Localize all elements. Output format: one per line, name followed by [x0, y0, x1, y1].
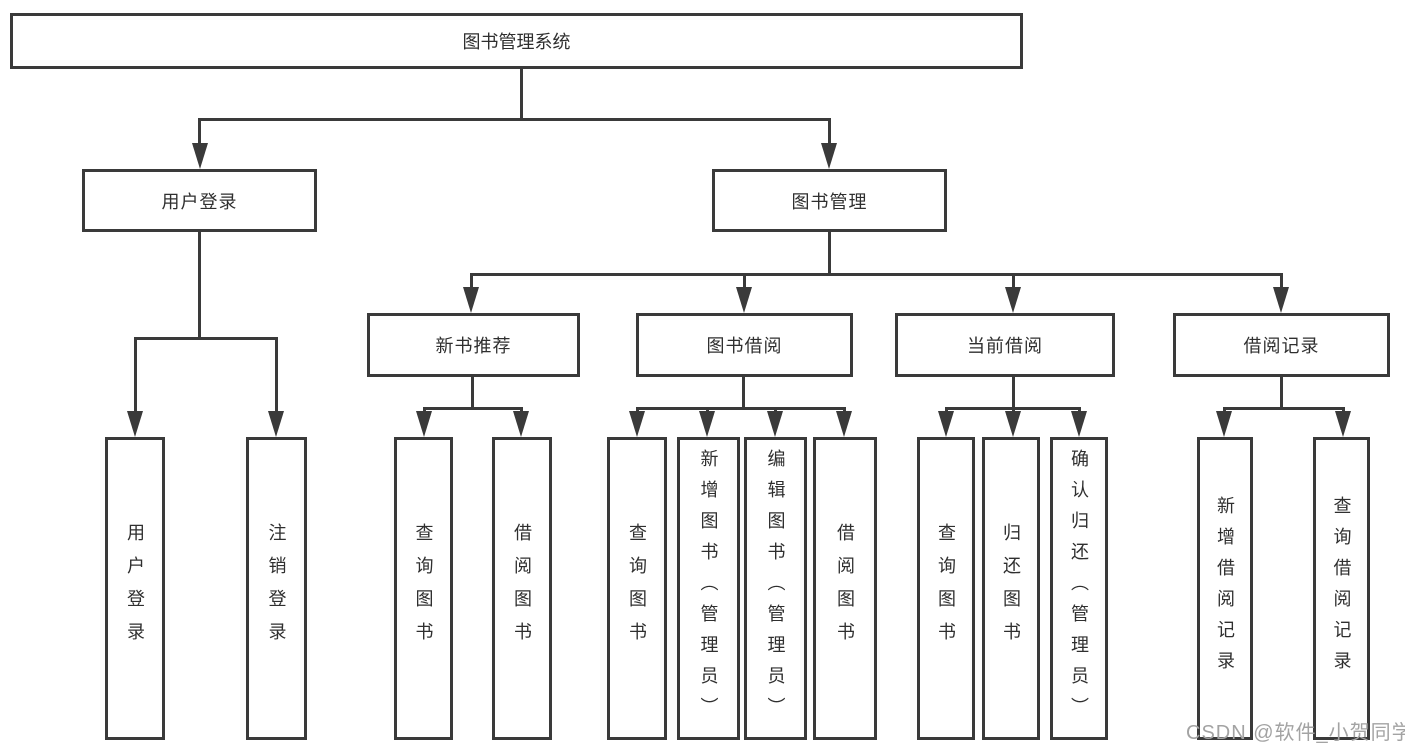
leaf-confirm-return-admin: 确认归还（管理员）: [1050, 437, 1108, 740]
node-book-management-label: 图书管理: [791, 191, 868, 212]
leaf-search-borrow-record-label: 查询借阅记录: [1331, 495, 1352, 682]
connector-root-stem: [520, 68, 523, 118]
node-root-label: 图书管理系统: [462, 32, 571, 52]
csdn-watermark: CSDN @软件_小贺同学: [1186, 722, 1405, 744]
leaf-logout-label: 注销登录: [266, 522, 287, 655]
connector-root-hbar: [198, 118, 831, 121]
connector-newbook-hbar: [423, 407, 523, 410]
connector-borrowrecords-stem: [1280, 377, 1283, 407]
arrow-g1c2: [513, 411, 529, 437]
arrow-g3c1: [938, 411, 954, 437]
node-borrow-records: 借阅记录: [1173, 313, 1390, 377]
node-current-borrow-label: 当前借阅: [967, 336, 1043, 356]
connector-bookborrow-hbar: [636, 407, 846, 410]
node-new-book-recommend: 新书推荐: [367, 313, 580, 377]
arrow-borrowrecords: [1273, 287, 1289, 313]
leaf-search-books-1-label: 查询图书: [413, 522, 434, 655]
arrow-g4c1: [1216, 411, 1232, 437]
leaf-edit-book-admin-label: 编辑图书（管理员）: [765, 449, 786, 728]
arrow-bookborrow: [736, 287, 752, 313]
connector-drop-newbook: [470, 273, 473, 289]
connector-currentborrow-stem: [1012, 377, 1015, 407]
arrow-leaf-login: [127, 411, 143, 437]
leaf-search-books-2-label: 查询图书: [627, 522, 647, 655]
leaf-user-login: 用户登录: [105, 437, 165, 740]
leaf-logout: 注销登录: [246, 437, 307, 740]
connector-bookmgmt-stem: [828, 232, 831, 273]
arrow-user-login: [192, 143, 208, 169]
arrow-g2c2: [699, 411, 715, 437]
node-new-book-recommend-label: 新书推荐: [435, 336, 512, 356]
arrow-g2c1: [629, 411, 645, 437]
connector-drop-currentborrow: [1012, 273, 1015, 289]
leaf-confirm-return-admin-label: 确认归还（管理员）: [1069, 449, 1089, 728]
leaf-return-books-label: 归还图书: [1001, 522, 1021, 655]
leaf-borrow-books-1: 借阅图书: [492, 437, 552, 740]
node-book-borrow-label: 图书借阅: [706, 336, 783, 356]
connector-userlogin-stem: [198, 232, 201, 337]
leaf-search-books-3: 查询图书: [917, 437, 975, 740]
arrow-g2c3: [767, 411, 783, 437]
node-root-library-system: 图书管理系统: [10, 13, 1023, 69]
arrow-newbook: [463, 287, 479, 313]
connector-drop-book-mgmt: [828, 118, 831, 146]
node-user-login-label: 用户登录: [161, 191, 238, 212]
connector-userlogin-hbar: [134, 337, 278, 340]
leaf-borrow-books-2: 借阅图书: [813, 437, 877, 740]
leaf-borrow-books-1-label: 借阅图书: [512, 522, 532, 655]
connector-drop-user-login: [198, 118, 201, 146]
connector-bookmgmt-hbar: [470, 273, 1283, 276]
connector-bookborrow-stem: [742, 377, 745, 407]
connector-drop-leaf-login: [134, 337, 137, 413]
arrow-g4c2: [1335, 411, 1351, 437]
connector-drop-borrowrecords: [1280, 273, 1283, 289]
arrow-book-mgmt: [821, 143, 837, 169]
leaf-add-borrow-record-label: 新增借阅记录: [1215, 495, 1235, 682]
leaf-add-book-admin-label: 新增图书（管理员）: [698, 449, 719, 728]
leaf-add-borrow-record: 新增借阅记录: [1197, 437, 1253, 740]
leaf-borrow-books-2-label: 借阅图书: [835, 522, 855, 655]
connector-borrowrecords-hbar: [1223, 407, 1345, 410]
node-current-borrow: 当前借阅: [895, 313, 1115, 377]
leaf-return-books: 归还图书: [982, 437, 1040, 740]
node-borrow-records-label: 借阅记录: [1243, 336, 1320, 356]
connector-drop-bookborrow: [743, 273, 746, 289]
arrow-g1c1: [416, 411, 432, 437]
leaf-search-books-1: 查询图书: [394, 437, 453, 740]
arrow-g3c3: [1071, 411, 1087, 437]
arrow-leaf-logout: [268, 411, 284, 437]
leaf-search-books-2: 查询图书: [607, 437, 667, 740]
leaf-add-book-admin: 新增图书（管理员）: [677, 437, 740, 740]
leaf-search-borrow-record: 查询借阅记录: [1313, 437, 1370, 740]
connector-newbook-stem: [471, 377, 474, 407]
node-book-borrow: 图书借阅: [636, 313, 853, 377]
node-book-management: 图书管理: [712, 169, 947, 232]
connector-drop-leaf-logout: [275, 337, 278, 413]
arrow-currentborrow: [1005, 287, 1021, 313]
arrow-g2c4: [836, 411, 852, 437]
leaf-edit-book-admin: 编辑图书（管理员）: [744, 437, 807, 740]
leaf-search-books-3-label: 查询图书: [936, 522, 956, 655]
arrow-g3c2: [1005, 411, 1021, 437]
node-user-login: 用户登录: [82, 169, 317, 232]
leaf-user-login-label: 用户登录: [125, 522, 145, 655]
